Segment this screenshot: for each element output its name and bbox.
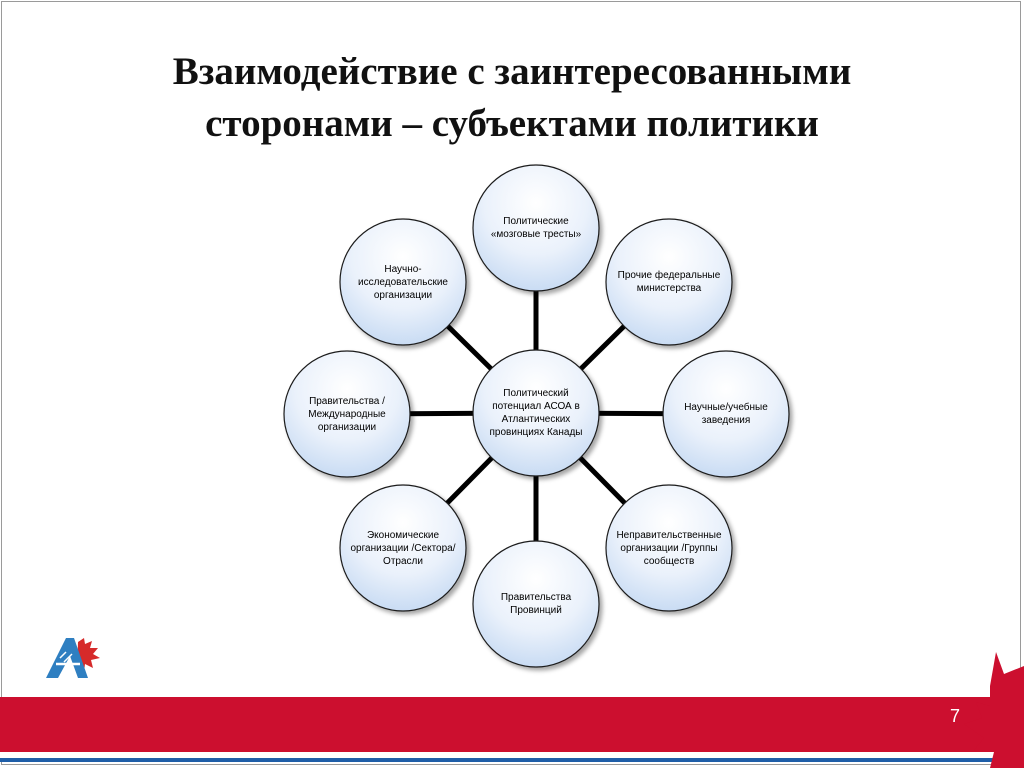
node-label-think-tanks: Политические «мозговые тресты» [490, 216, 582, 240]
footer-bar [0, 697, 1024, 752]
node-label-ngo: Неправительственные организации /Группы … [616, 529, 722, 567]
node-label-provincial-governments: Правительства Провинций [500, 592, 572, 616]
node-circle-ngo [605, 484, 733, 612]
node-label-academic-institutions: Научные/учебные заведения [684, 402, 768, 426]
node-circle-research-organizations [339, 218, 467, 346]
center-node-circle [472, 349, 600, 477]
node-circle-economic-organizations [339, 484, 467, 612]
title-line-2: сторонами – субъектами политики [205, 102, 819, 145]
footer-gap [0, 752, 1024, 760]
node-label-economic-organizations: Экономические организации /Сектора/Отрас… [350, 529, 456, 567]
node-circle-academic-institutions [662, 350, 790, 478]
node-circle-international-governments [283, 350, 411, 478]
maple-leaf-decoration [964, 652, 1024, 768]
node-circle-provincial-governments [472, 540, 600, 668]
node-circle-federal-ministries [605, 218, 733, 346]
node-label-research-organizations: Научно-исследовательские организации [358, 263, 448, 301]
node-circle-think-tanks [472, 164, 600, 292]
page-number: 7 [949, 706, 960, 726]
center-node-label: Политический потенциал АСОА в Атлантичес… [489, 388, 583, 438]
acoa-logo [46, 638, 100, 678]
slide-title: Взаимодействие с заинтересованными сторо… [60, 46, 964, 150]
node-label-international-governments: Правительства /Международные организации [308, 395, 386, 433]
node-label-federal-ministries: Прочие федеральные министерства [617, 270, 721, 294]
title-line-1: Взаимодействие с заинтересованными [172, 50, 852, 93]
node-circles [283, 164, 790, 668]
footer-line [0, 758, 1024, 762]
